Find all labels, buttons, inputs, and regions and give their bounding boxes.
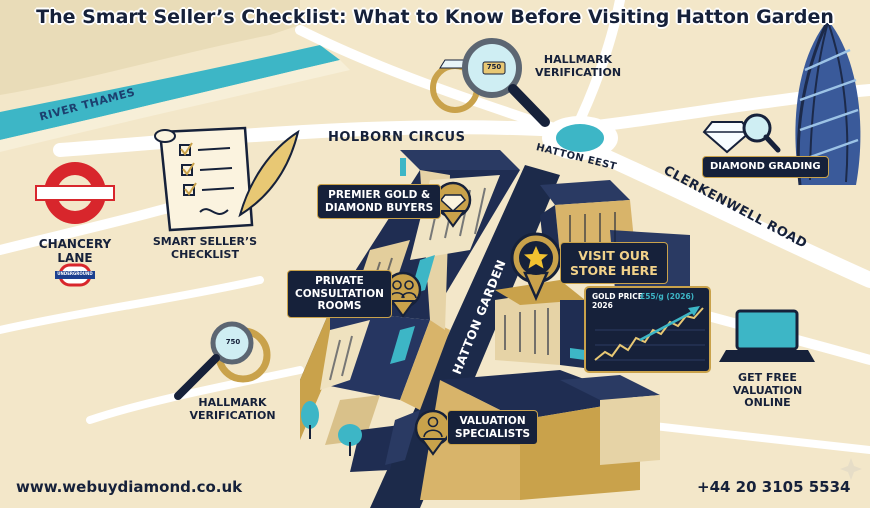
diamond-icon bbox=[439, 194, 467, 213]
premier-buyers-label: PREMIER GOLD & DIAMOND BUYERS bbox=[317, 184, 442, 220]
free-line1: GET FREE bbox=[738, 371, 797, 384]
road-holborn bbox=[53, 120, 567, 157]
ring-magnifier-icon bbox=[174, 321, 271, 400]
gold-price-value: £55/g (2026) bbox=[640, 292, 695, 301]
gold-price-line1: GOLD PRICE bbox=[592, 292, 643, 301]
pin-private bbox=[384, 271, 422, 318]
sparkle-icon bbox=[840, 458, 862, 480]
hallmark-left-line1: HALLMARK bbox=[198, 396, 267, 409]
chancery-line1: CHANCERY bbox=[38, 237, 112, 251]
gold-price-line2: 2026 bbox=[592, 300, 613, 310]
website-link[interactable]: www.webuydiamond.co.uk bbox=[16, 478, 243, 496]
specialist-icon bbox=[423, 416, 443, 438]
gold-price-label: GOLD PRICE 2026 bbox=[592, 292, 643, 310]
valuation-specialists-label: VALUATION SPECIALISTS bbox=[447, 410, 539, 446]
underground-roundel-icon bbox=[35, 162, 115, 287]
checklist-quill-icon bbox=[154, 126, 300, 232]
river-thames-water bbox=[0, 45, 340, 140]
private-line2: CONSULTATION bbox=[295, 287, 384, 300]
diamond-magnifier-icon bbox=[702, 113, 781, 154]
page-title: The Smart Seller’s Checklist: What to Kn… bbox=[36, 6, 834, 28]
checklist-line2: CHECKLIST bbox=[171, 247, 239, 261]
visit-line1: VISIT OUR bbox=[578, 248, 650, 263]
holborn-circus-label: HOLBORN CIRCUS bbox=[328, 130, 466, 145]
hallmark-left-line2: VERIFICATION bbox=[189, 408, 276, 422]
valuation-line2: SPECIALISTS bbox=[455, 427, 531, 440]
phone-number[interactable]: +44 20 3105 5534 bbox=[697, 478, 851, 496]
visit-line2: STORE HERE bbox=[570, 263, 658, 278]
road-left-low bbox=[0, 276, 264, 334]
road-bottom-left bbox=[86, 366, 304, 424]
star-pin-icon bbox=[510, 232, 562, 302]
river-bank bbox=[0, 60, 350, 152]
free-valuation-label: GET FREE VALUATION ONLINE bbox=[715, 371, 820, 410]
roundabout-center bbox=[556, 124, 604, 152]
underground-badge: UNDERGROUND bbox=[57, 271, 93, 276]
road-clerkenwell bbox=[582, 142, 870, 288]
trees bbox=[301, 401, 362, 456]
magnifier-ring-icon bbox=[430, 38, 550, 127]
road-upper bbox=[295, 25, 565, 135]
private-line3: ROOMS bbox=[317, 300, 362, 313]
right-block-windows bbox=[504, 212, 616, 355]
hallmark-top-line1: HALLMARK bbox=[543, 53, 613, 66]
hallmark-left-label: HALLMARK VERIFICATION bbox=[180, 396, 285, 422]
gherkin-tower-icon bbox=[795, 19, 861, 186]
checklist-line1: SMART SELLER’S bbox=[152, 235, 258, 248]
free-line3: ONLINE bbox=[744, 396, 791, 410]
river-thames bbox=[0, 0, 300, 95]
premier-line1: PREMIER GOLD & bbox=[328, 189, 431, 201]
hallmark-top-label: HALLMARK VERIFICATION bbox=[528, 53, 628, 79]
gold-chart-card bbox=[584, 286, 711, 373]
hallmark-top-line2: VERIFICATION bbox=[534, 65, 622, 79]
checklist-label: SMART SELLER’S CHECKLIST bbox=[150, 235, 260, 261]
free-line2: VALUATION bbox=[732, 383, 803, 397]
laptop-icon bbox=[719, 309, 815, 362]
private-line1: PRIVATE bbox=[315, 275, 364, 287]
hallmark-left-stamp: 750 bbox=[225, 338, 241, 346]
chancery-line2: LANE bbox=[57, 250, 93, 265]
visit-store-label: VISIT OUR STORE HERE bbox=[560, 242, 668, 284]
valuation-line1: VALUATION bbox=[459, 415, 526, 427]
diamond-grading-label: DIAMOND GRADING bbox=[702, 156, 829, 178]
pin-valuation bbox=[414, 409, 452, 456]
premier-line2: DIAMOND BUYERS bbox=[325, 201, 434, 214]
hallmark-ring-stamp: 750 bbox=[486, 63, 502, 71]
private-rooms-label: PRIVATE CONSULTATION ROOMS bbox=[287, 270, 392, 318]
chancery-lane-label: CHANCERY LANE bbox=[33, 237, 117, 266]
